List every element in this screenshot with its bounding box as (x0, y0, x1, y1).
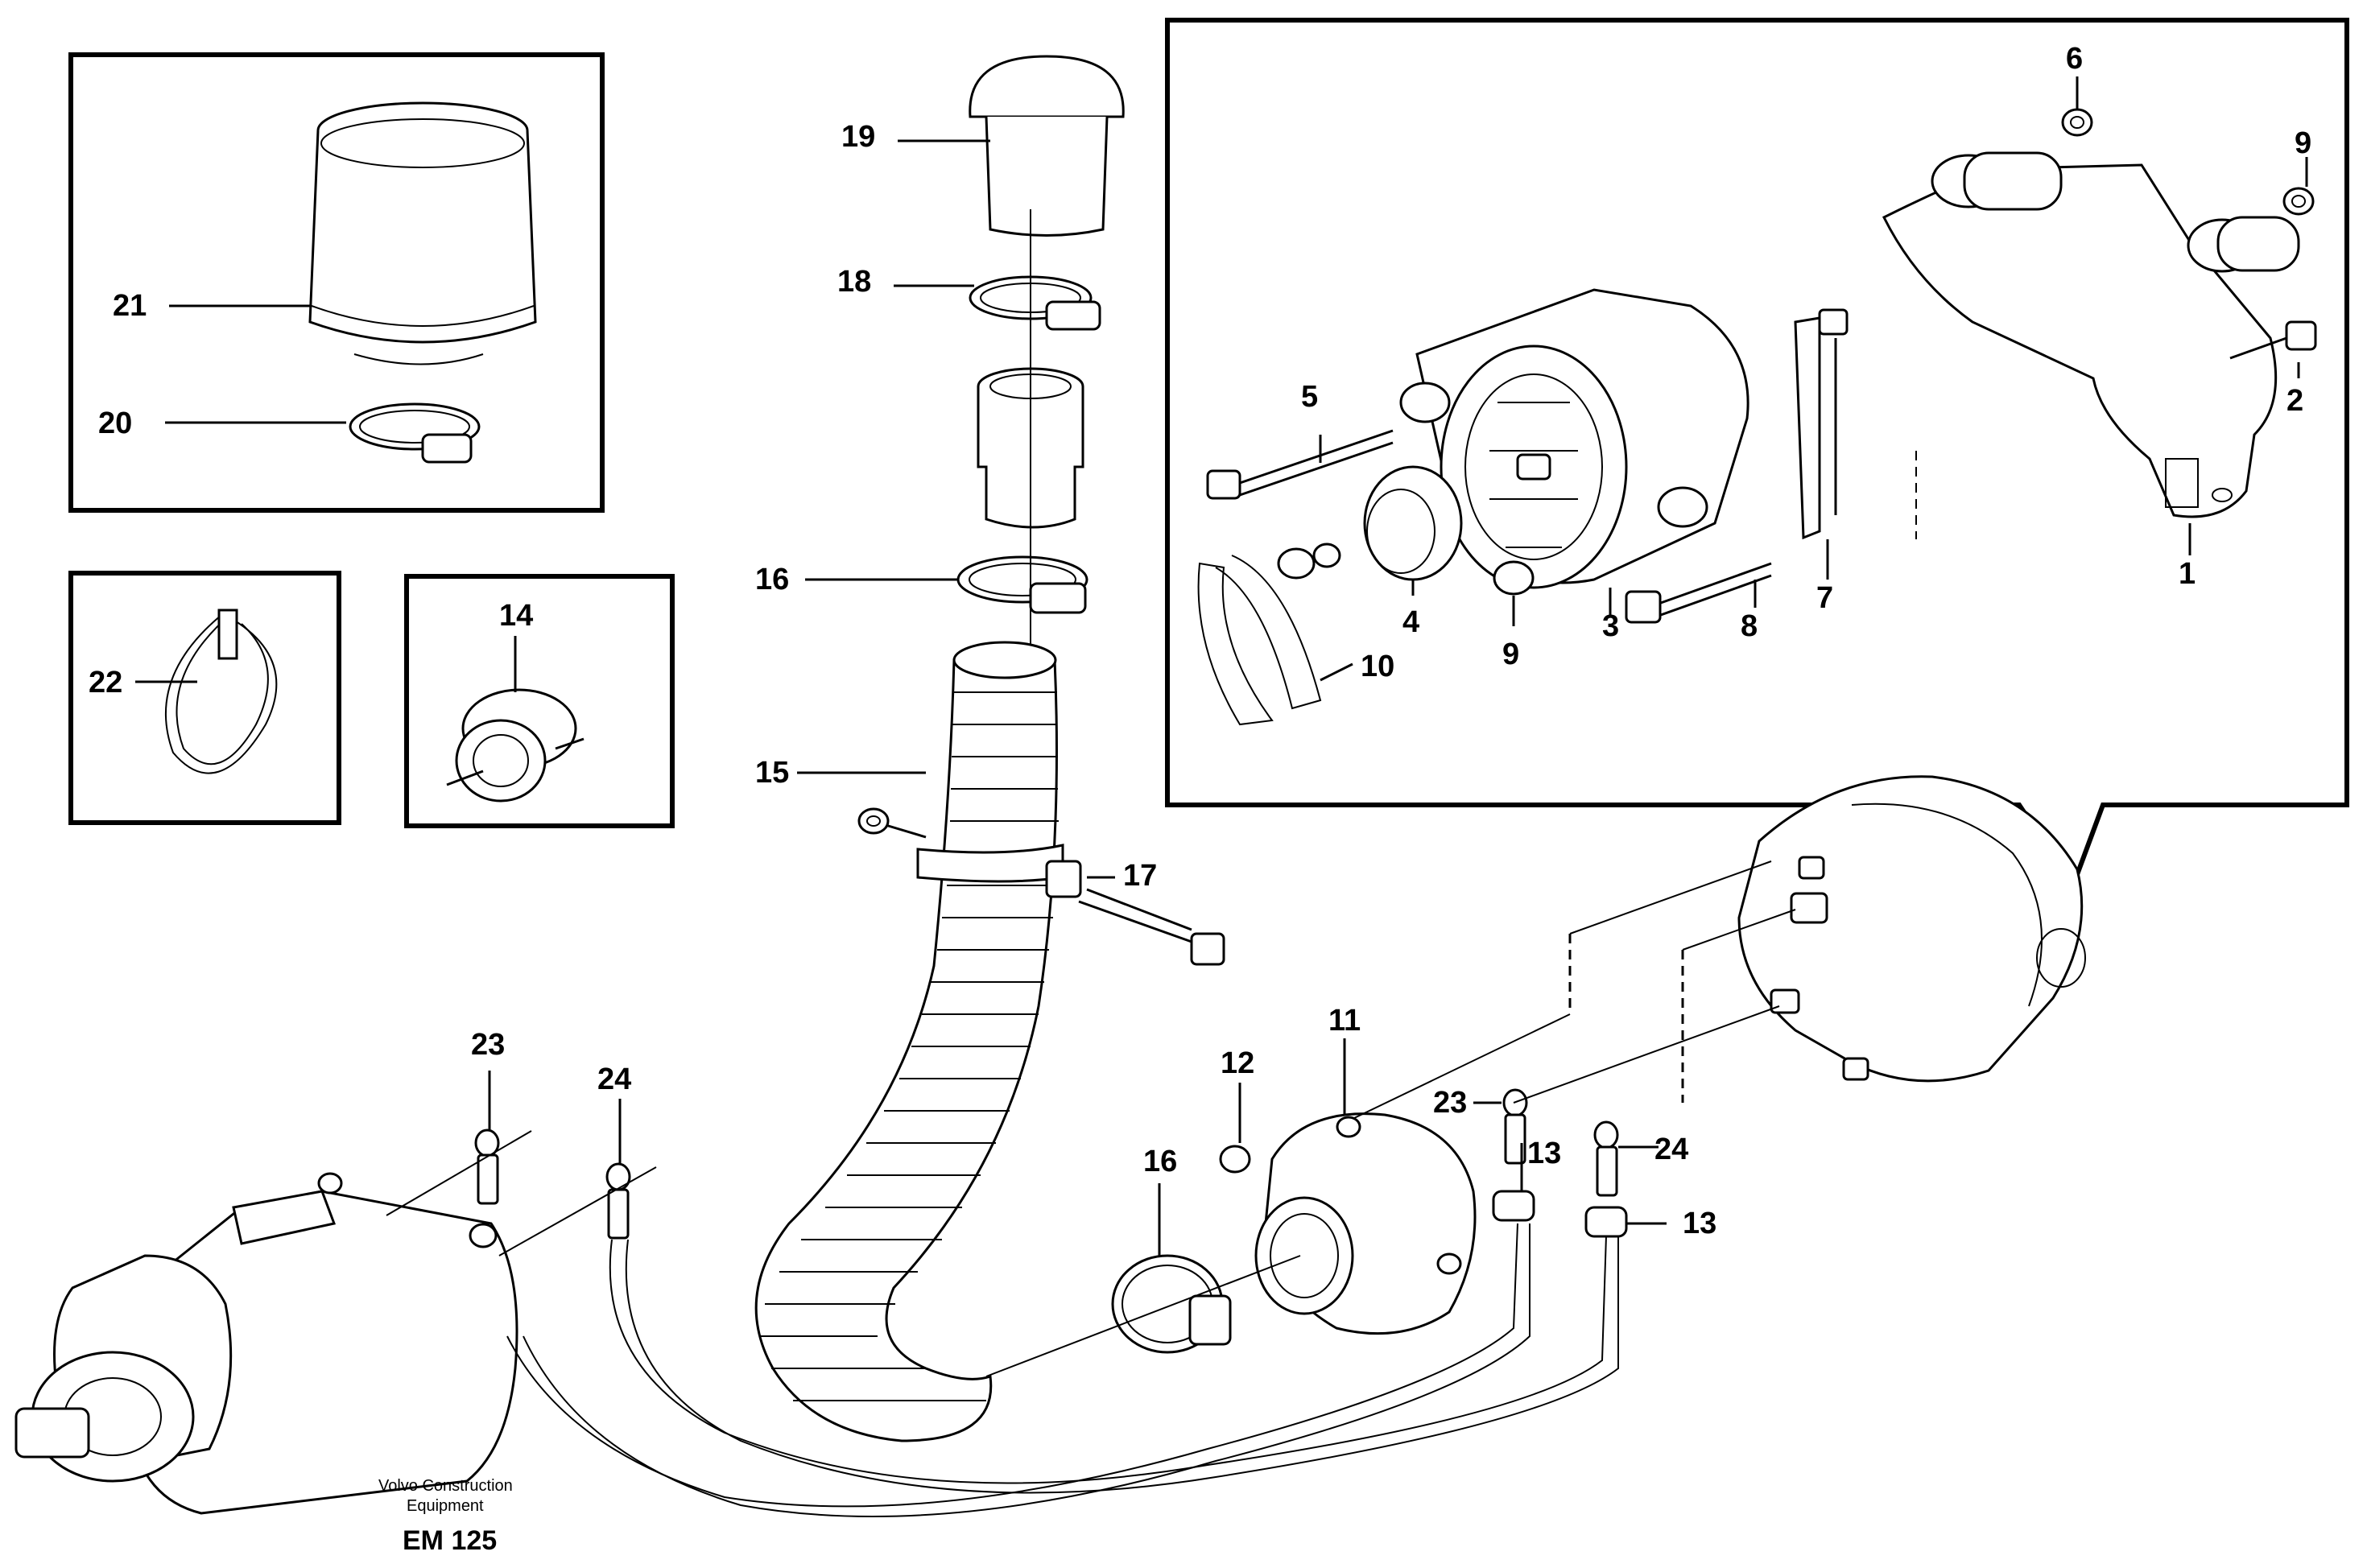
callout-6: 6 (2066, 42, 2083, 76)
callout-17: 17 (1123, 859, 1157, 893)
callout-23-left: 23 (471, 1028, 505, 1062)
hose-clamp-16-top: 16 (755, 555, 1088, 614)
alternator-3 (1399, 288, 1749, 589)
grommet-14 (455, 688, 577, 803)
callout-21: 21 (113, 289, 147, 323)
callout-13-right: 13 (1683, 1207, 1716, 1240)
callout-24-left: 24 (597, 1063, 631, 1096)
callout-14: 14 (499, 599, 533, 633)
intake-cap-19: 19 (841, 55, 1125, 237)
callout-8: 8 (1741, 609, 1758, 643)
bolt-2 (2229, 320, 2317, 360)
flex-hose-15: 15 (754, 641, 1064, 1442)
callout-15: 15 (755, 756, 789, 790)
alternator-main (1737, 775, 2086, 1083)
callout-12: 12 (1221, 1046, 1254, 1080)
callout-18: 18 (837, 265, 871, 299)
callout-1: 1 (2179, 557, 2196, 591)
callout-9-right: 9 (2295, 126, 2311, 160)
washer-15 (857, 807, 890, 835)
cable-terminal-24-left: 24 (498, 1063, 657, 1256)
nut-9-bottom (1493, 560, 1535, 596)
callout-2: 2 (2286, 384, 2303, 418)
callout-19: 19 (841, 120, 875, 154)
starter-motor (14, 1172, 518, 1515)
bolt-5 (1206, 429, 1394, 500)
callout-11: 11 (1328, 1004, 1361, 1038)
callout-5: 5 (1301, 380, 1318, 414)
callout-9-bottom: 9 (1502, 638, 1519, 671)
tensioner-7 (1794, 308, 1849, 540)
hose-clamp-18: 18 (837, 265, 1101, 331)
callout-23-right: 23 (1433, 1086, 1467, 1120)
hose-clamp-16-bottom: 16 (1111, 1145, 1232, 1354)
inset-air-filter: 21 20 (68, 52, 605, 513)
cables (506, 1223, 1619, 1517)
hose-clamp-20 (349, 402, 481, 464)
cable-tie-22 (164, 609, 278, 774)
callout-3: 3 (1602, 609, 1619, 643)
air-duct-cover-11: 11 (1254, 1004, 1477, 1335)
cable-terminal-24-right: 24 (1593, 1120, 1688, 1197)
callout-16-top: 16 (755, 563, 789, 596)
credit-line-2: Equipment (407, 1497, 484, 1515)
credit-line-1: Volvo Construction (378, 1477, 513, 1495)
cable-sleeve-13-left: 13 (1492, 1137, 1561, 1222)
callout-20: 20 (98, 406, 132, 440)
cable-sleeve-13-right: 13 (1584, 1206, 1716, 1240)
callout-22: 22 (89, 666, 122, 699)
footer-credit: Volvo Construction Equipment EM 125 (378, 1477, 513, 1556)
bracket-bolt-17: 17 (1045, 859, 1225, 966)
air-filter-element (308, 101, 537, 365)
bolt-8 (1625, 562, 1772, 624)
nut-12: 12 (1219, 1046, 1254, 1174)
washer-9-right (2282, 187, 2315, 216)
washer-6 (2061, 108, 2093, 137)
callout-7: 7 (1816, 581, 1833, 615)
callout-10: 10 (1361, 650, 1394, 683)
inset-grommet: 14 (404, 574, 675, 828)
callout-16-bottom: 16 (1143, 1145, 1177, 1178)
drawing-code: EM 125 (403, 1525, 497, 1556)
cable-terminal-23-left: 23 (386, 1028, 532, 1216)
callout-13-left: 13 (1527, 1137, 1561, 1170)
dashed-leaders (1352, 451, 1917, 1120)
inset-cable-tie: 22 (68, 571, 341, 825)
mounting-bracket-1 (1882, 151, 2300, 518)
nut-washer-9-left (1277, 543, 1341, 580)
pulley-4 (1363, 465, 1463, 581)
inset-alternator-mounting: 1 2 3 4 5 6 7 8 9 9 10 (1165, 18, 2349, 891)
callout-4: 4 (1402, 605, 1419, 639)
callout-24-right: 24 (1654, 1133, 1688, 1166)
v-belt-10 (1197, 555, 1322, 726)
